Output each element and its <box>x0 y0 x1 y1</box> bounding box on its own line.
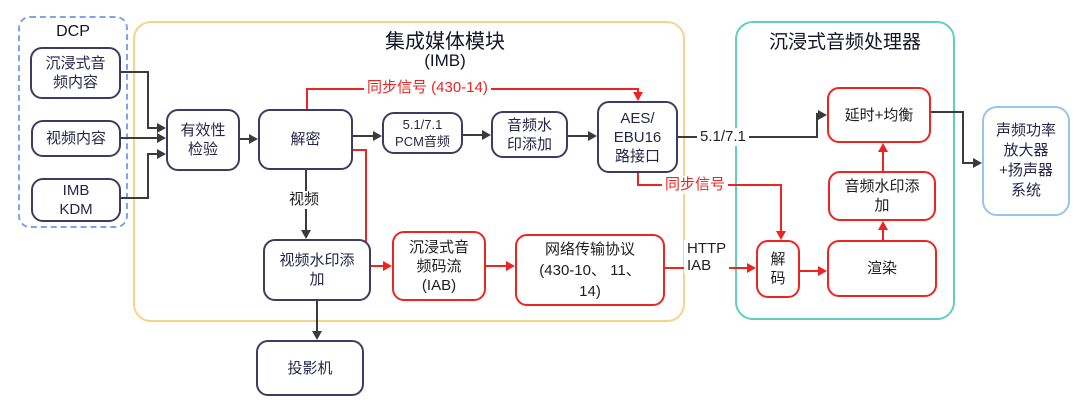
arrowhead <box>506 261 515 271</box>
node-label: 视频内容 <box>45 130 106 147</box>
connector-segment <box>306 88 308 110</box>
arrowhead <box>373 131 382 141</box>
node-video-watermark: 视频水印添 加 <box>263 239 371 301</box>
connector-segment <box>800 270 819 272</box>
node-delay-equalize: 延时+均衡 <box>827 87 931 143</box>
connector-segment <box>353 135 374 137</box>
arrowhead <box>878 221 888 230</box>
connector-segment <box>147 153 158 155</box>
connector-segment <box>463 134 483 136</box>
node-label: 网络传输协议 (430-10、 11、 14) <box>539 240 641 300</box>
edge-label-sync: 同步信号 <box>662 176 729 194</box>
node-imb-kdm: IMB KDM <box>31 178 121 222</box>
node-validity-check: 有效性 检验 <box>166 109 240 171</box>
dcp-group-label: DCP <box>56 23 90 40</box>
node-label: 渲染 <box>866 260 897 277</box>
arrowhead <box>818 266 827 276</box>
arrowhead <box>301 230 311 239</box>
connector-segment <box>365 149 367 267</box>
connector-segment <box>365 265 384 267</box>
connector-segment <box>882 151 884 172</box>
connector-segment <box>568 135 589 137</box>
node-label: IMB KDM <box>59 182 93 218</box>
connector-segment <box>120 71 149 73</box>
arrowhead <box>157 149 166 159</box>
processor-group-title: 沉浸式音频处理器 <box>768 32 921 53</box>
node-decrypt: 解密 <box>258 109 353 170</box>
node-projector: 投影机 <box>256 340 364 396</box>
edge-label-sync-430-14: 同步信号 (430-14) <box>364 79 491 97</box>
node-audio-watermark-imb: 音频水 印添加 <box>491 111 568 158</box>
node-audio-watermark-processor: 音频水印添 加 <box>828 171 936 221</box>
connector-segment <box>931 111 964 113</box>
node-pcm-audio: 5.1/7.1 PCM音频 <box>382 112 463 154</box>
node-video-content: 视频内容 <box>31 120 121 157</box>
arrowhead <box>312 331 322 340</box>
connector-segment <box>486 265 509 267</box>
node-label: 沉浸式音 频内容 <box>45 55 106 91</box>
imb-group-subtitle: (IMB) <box>424 51 466 70</box>
arrowhead <box>588 131 597 141</box>
arrowhead <box>633 92 643 101</box>
node-aes-ebu-interface: AES/ EBU16 路接口 <box>597 101 678 173</box>
connector-segment <box>316 301 318 332</box>
node-immersive-audio-content: 沉浸式音 频内容 <box>30 47 121 99</box>
arrowhead <box>157 123 166 133</box>
node-label: 沉浸式音 频码流 (IAB) <box>408 238 469 294</box>
arrowhead <box>973 158 982 168</box>
node-iab-stream: 沉浸式音 频码流 (IAB) <box>392 231 486 301</box>
node-label: AES/ EBU16 路接口 <box>613 109 662 165</box>
connector-segment <box>962 111 964 164</box>
connector-segment <box>637 88 639 94</box>
node-network-protocol: 网络传输协议 (430-10、 11、 14) <box>515 234 665 306</box>
arrowhead <box>747 263 756 273</box>
arrowhead <box>776 231 786 240</box>
node-label: 延时+均衡 <box>844 106 914 124</box>
connector-segment <box>882 229 884 242</box>
node-label: 视频水印添 加 <box>279 252 355 288</box>
arrowhead <box>157 133 166 143</box>
connector-segment <box>121 137 158 139</box>
node-label: 声频功率 放大器 +扬声器 系统 <box>995 122 1056 199</box>
connector-segment <box>780 184 782 234</box>
connector-segment <box>637 172 639 186</box>
connector-segment <box>147 127 158 129</box>
node-label: 有效性 检验 <box>180 122 226 158</box>
node-label: 5.1/7.1 PCM音频 <box>395 117 450 149</box>
arrowhead <box>878 143 888 152</box>
imb-group-title: 集成媒体模块 <box>385 31 505 53</box>
node-label: 解密 <box>290 131 321 148</box>
connector-segment <box>816 113 818 138</box>
edge-label-5-1-7-1: 5.1/7.1 <box>697 128 749 146</box>
arrowhead <box>818 110 827 120</box>
node-decode: 解 码 <box>756 240 800 298</box>
connector-segment <box>147 71 149 129</box>
connector-segment <box>962 162 974 164</box>
edge-label-http-iab: HTTP IAB <box>684 240 730 274</box>
arrowhead <box>482 130 491 140</box>
node-label: 音频水印添 加 <box>844 178 920 214</box>
node-render: 渲染 <box>827 240 937 297</box>
arrowhead <box>249 134 258 144</box>
connector-segment <box>240 138 250 140</box>
node-label: 解 码 <box>770 251 786 287</box>
node-label: 投影机 <box>287 359 333 377</box>
connector-segment <box>353 149 367 151</box>
node-speaker-system: 声频功率 放大器 +扬声器 系统 <box>982 106 1070 216</box>
edge-label-video: 视频 <box>286 191 323 209</box>
arrowhead <box>383 261 392 271</box>
connector-segment <box>147 154 149 199</box>
node-label: 音频水 印添加 <box>506 116 552 153</box>
connector-segment <box>121 197 149 199</box>
